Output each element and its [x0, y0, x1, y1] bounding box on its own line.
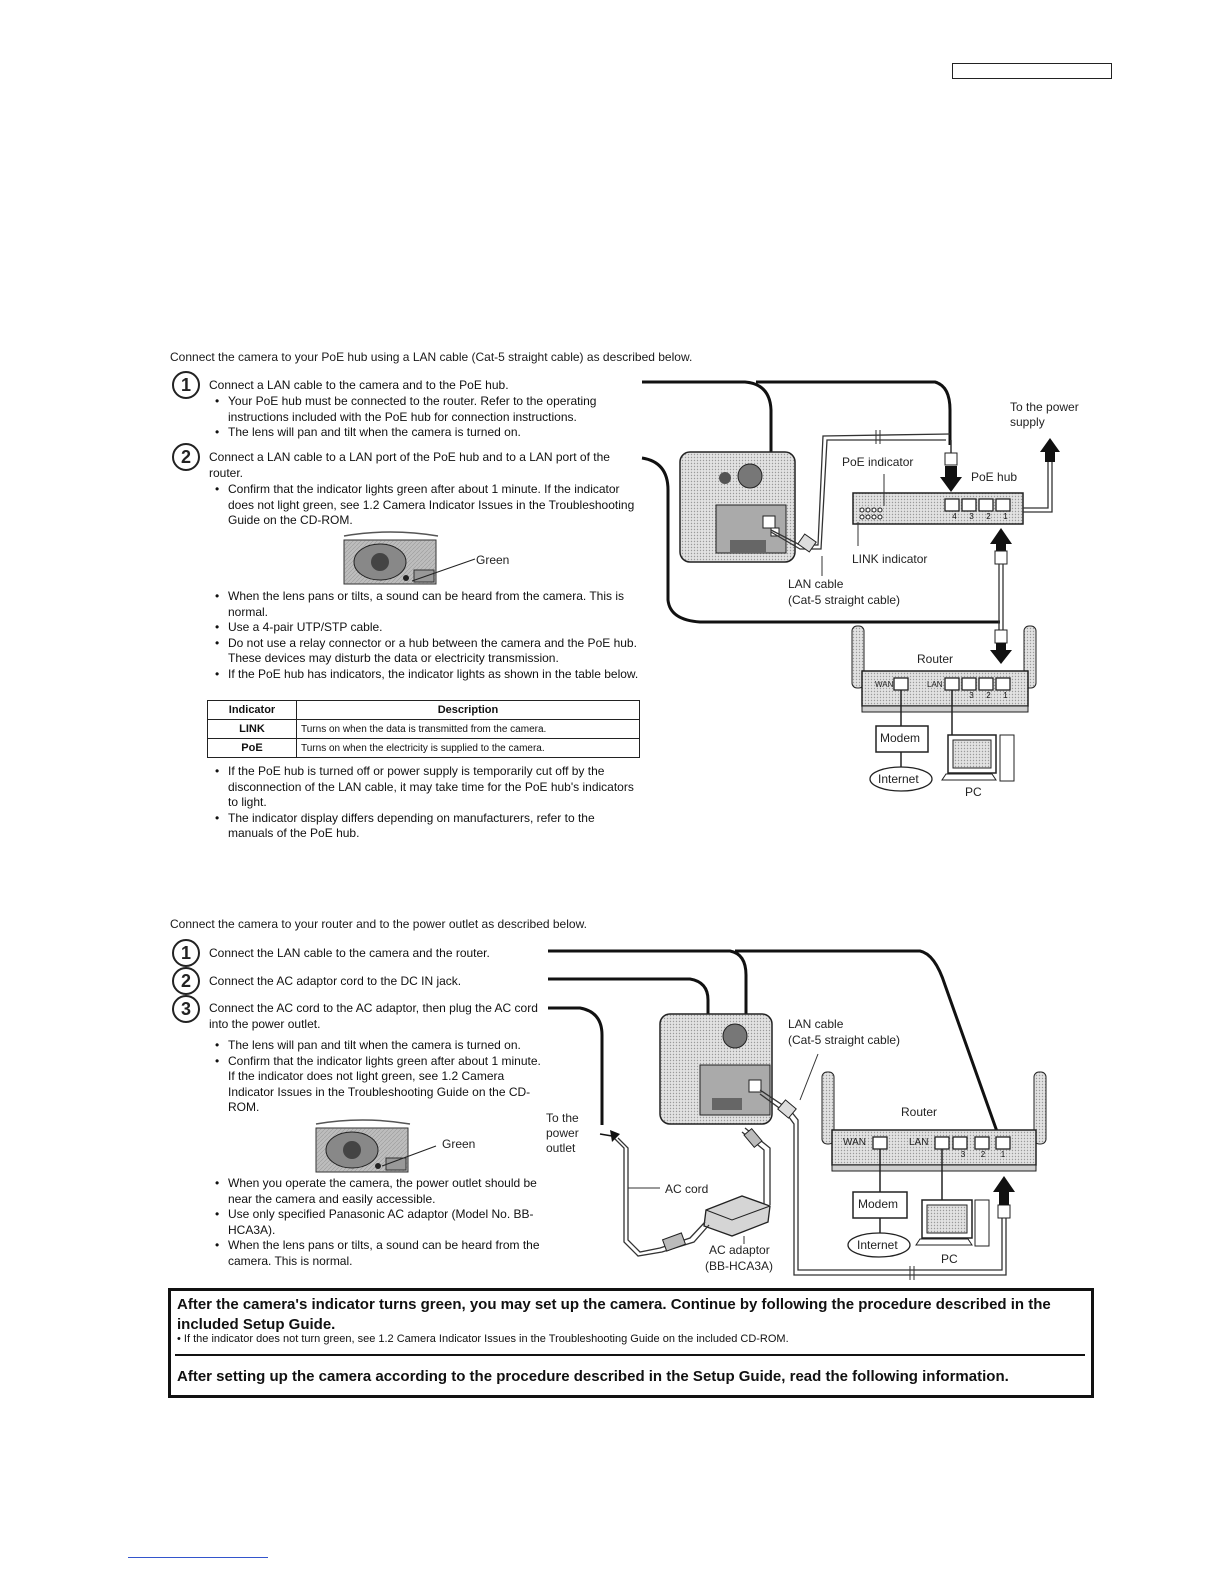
callout-divider [175, 1354, 1085, 1356]
port-number: 4 [952, 512, 957, 521]
step-number: 3 [172, 995, 200, 1023]
footer-rule [128, 1557, 268, 1558]
table-header: Indicator [207, 700, 297, 720]
poe-step-2: Connect a LAN cable to a LAN port of the… [209, 450, 610, 480]
lan-port-label: LAN [927, 680, 943, 689]
table-row: LINK Turns on when the data is transmitt… [207, 719, 640, 739]
ac-bullets-a: The lens will pan and tilt when the came… [208, 1038, 548, 1116]
port-number: 2 [986, 691, 991, 700]
list-item: Your PoE hub must be connected to the ro… [208, 394, 638, 425]
table-row: PoE Turns on when the electricity is sup… [207, 738, 640, 758]
green-label: Green [442, 1137, 476, 1151]
port-number: 3 [960, 1150, 966, 1159]
poe-step1-bullets: Your PoE hub must be connected to the ro… [208, 394, 638, 441]
list-item: Use a 4-pair UTP/STP cable. [208, 620, 640, 636]
table-cell: Turns on when the electricity is supplie… [296, 738, 640, 758]
ac-cord-label: AC cord [665, 1182, 709, 1196]
list-item: When you operate the camera, the power o… [208, 1176, 548, 1207]
router-port-numbers: 3 2 1 [963, 691, 1014, 700]
lan-cable-label: LAN cable [788, 577, 844, 591]
list-item: The lens will pan and tilt when the came… [208, 1038, 548, 1054]
list-item: When the lens pans or tilts, a sound can… [208, 589, 640, 620]
poe-indicator-label: PoE indicator [842, 455, 914, 469]
step-number: 1 [172, 371, 200, 399]
port-number: 1 [1000, 1150, 1006, 1159]
poe-step2-bullets-c: If the PoE hub is turned off or power su… [208, 764, 640, 842]
internet-label: Internet [857, 1238, 898, 1252]
table-cell: PoE [207, 738, 297, 758]
wan-port-label: WAN [875, 680, 894, 689]
callout-note-text: If the indicator does not turn green, se… [183, 1333, 789, 1345]
callout-heading: After setting up the camera according to… [177, 1368, 1009, 1385]
lan-cable-type-label: (Cat-5 straight cable) [788, 593, 901, 607]
step-number: 2 [172, 443, 200, 471]
table-header: Description [296, 700, 640, 720]
port-number: 3 [969, 512, 974, 521]
poe-step2-bullets-a: Confirm that the indicator lights green … [208, 482, 638, 529]
list-item: Confirm that the indicator lights green … [208, 482, 638, 529]
ac-bullets-b: When you operate the camera, the power o… [208, 1176, 548, 1269]
callout-note: • If the indicator does not turn green, … [177, 1333, 1077, 1345]
router-label: Router [917, 652, 954, 666]
step-number: 2 [172, 967, 200, 995]
table-cell: Turns on when the data is transmitted fr… [296, 719, 640, 739]
port-number: 2 [986, 512, 991, 521]
lan-cable-label: LAN cable [788, 1017, 844, 1031]
list-item: Do not use a relay connector or a hub be… [208, 636, 640, 667]
callout-heading: After the camera's indicator turns green… [177, 1296, 1051, 1333]
list-item: Confirm that the indicator lights green … [208, 1054, 548, 1116]
green-pointer-line [381, 1145, 437, 1167]
green-pointer-line [411, 558, 476, 582]
to-power-supply-label: To the power supply [1010, 400, 1079, 429]
poe-step2-bullets-b: When the lens pans or tilts, a sound can… [208, 589, 640, 682]
ac-step-1: Connect the LAN cable to the camera and … [209, 946, 490, 960]
list-item: When the lens pans or tilts, a sound can… [208, 1238, 548, 1269]
list-item: The lens will pan and tilt when the came… [208, 425, 638, 441]
to-power-outlet-label: To the power outlet [546, 1111, 579, 1155]
port-number: 1 [1003, 691, 1008, 700]
list-item: The indicator display differs depending … [208, 811, 640, 842]
table-cell: LINK [207, 719, 297, 739]
poe-hub-label: PoE hub [971, 470, 1018, 484]
ac-connection-diagram [548, 949, 1047, 1280]
pc-label: PC [965, 785, 982, 799]
ac-adaptor-label: AC adaptor [709, 1243, 770, 1257]
poe-intro: Connect the camera to your PoE hub using… [170, 350, 693, 364]
wan-port-label: WAN [843, 1137, 866, 1148]
hub-port-numbers: 4 3 2 1 [946, 512, 1014, 521]
port-number: 1 [1003, 512, 1008, 521]
lan-port-label: LAN [909, 1137, 929, 1148]
ac-step-3: Connect the AC cord to the AC adaptor, t… [209, 1001, 538, 1031]
list-item: If the PoE hub has indicators, the indic… [208, 667, 640, 683]
green-label: Green [476, 553, 510, 567]
bullet-icon: • [177, 1333, 184, 1345]
indicator-table: Indicator Description LINK Turns on when… [207, 700, 640, 758]
ac-step-2: Connect the AC adaptor cord to the DC IN… [209, 974, 462, 988]
ac-adaptor-model-label: (BB-HCA3A) [705, 1259, 774, 1273]
router-label: Router [901, 1105, 938, 1119]
ac-intro: Connect the camera to your router and to… [170, 917, 587, 931]
modem-label: Modem [880, 731, 921, 745]
list-item: Use only specified Panasonic AC adaptor … [208, 1207, 548, 1238]
poe-connection-diagram [641, 380, 1060, 792]
setup-callout-box: After the camera's indicator turns green… [168, 1288, 1094, 1398]
step-number: 1 [172, 939, 200, 967]
router-port-numbers: 3 2 1 [953, 1150, 1013, 1159]
port-number: 3 [969, 691, 974, 700]
camera-indicator-image [315, 1119, 411, 1173]
table-header-row: Indicator Description [207, 700, 640, 720]
lan-cable-type-label: (Cat-5 straight cable) [788, 1033, 901, 1047]
poe-step-1: Connect a LAN cable to the camera and to… [209, 378, 509, 392]
internet-label: Internet [878, 772, 919, 786]
header-box [952, 63, 1112, 79]
camera-indicator-image [343, 531, 439, 585]
port-number: 2 [980, 1150, 986, 1159]
modem-label: Modem [858, 1197, 899, 1211]
pc-label: PC [941, 1252, 958, 1266]
list-item: If the PoE hub is turned off or power su… [208, 764, 640, 811]
link-indicator-label: LINK indicator [852, 552, 928, 566]
